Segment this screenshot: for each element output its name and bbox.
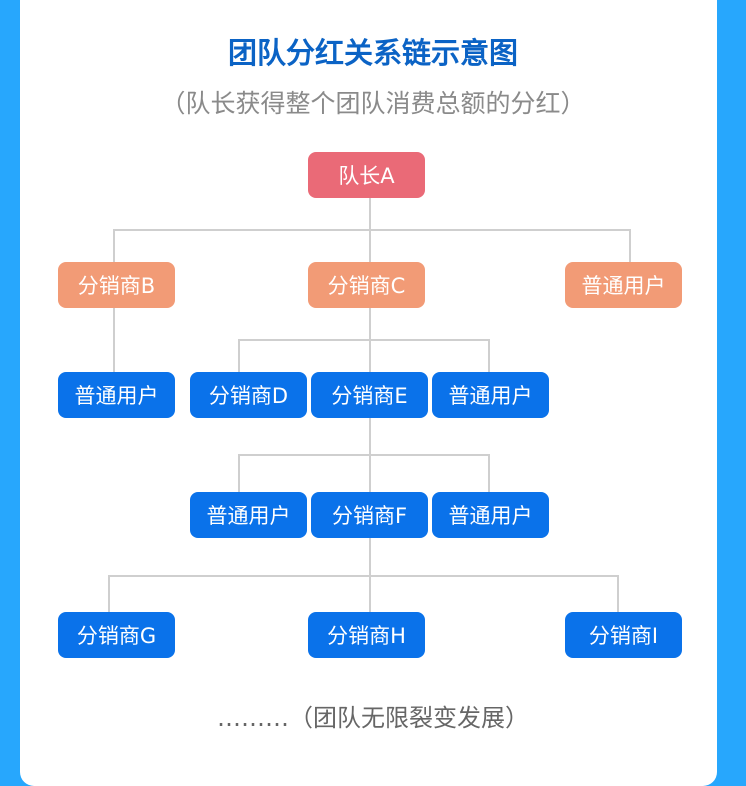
node-leader-a: 队长A	[308, 152, 425, 198]
node-distributor-f: 分销商F	[311, 492, 428, 538]
diagram-subtitle: （队长获得整个团队消费总额的分红）	[160, 89, 586, 118]
footer-note: ………（团队无限裂变发展）	[217, 704, 529, 732]
node-distributor-c: 分销商C	[308, 262, 425, 308]
node-user: 普通用户	[432, 492, 549, 538]
node-user: 普通用户	[58, 372, 175, 418]
node-distributor-i: 分销商I	[565, 612, 682, 658]
node-distributor-h: 分销商H	[308, 612, 425, 658]
node-distributor-e: 分销商E	[311, 372, 428, 418]
connector-c	[238, 308, 490, 372]
diagram-title: 团队分红关系链示意图	[227, 36, 518, 70]
node-distributor-g: 分销商G	[58, 612, 175, 658]
node-user: 普通用户	[190, 492, 307, 538]
node-user: 普通用户	[565, 262, 682, 308]
node-distributor-b: 分销商B	[58, 262, 175, 308]
connector-f	[108, 538, 619, 612]
node-distributor-d: 分销商D	[190, 372, 307, 418]
connector-e	[238, 418, 490, 492]
node-user: 普通用户	[432, 372, 549, 418]
connector-a	[113, 198, 631, 262]
